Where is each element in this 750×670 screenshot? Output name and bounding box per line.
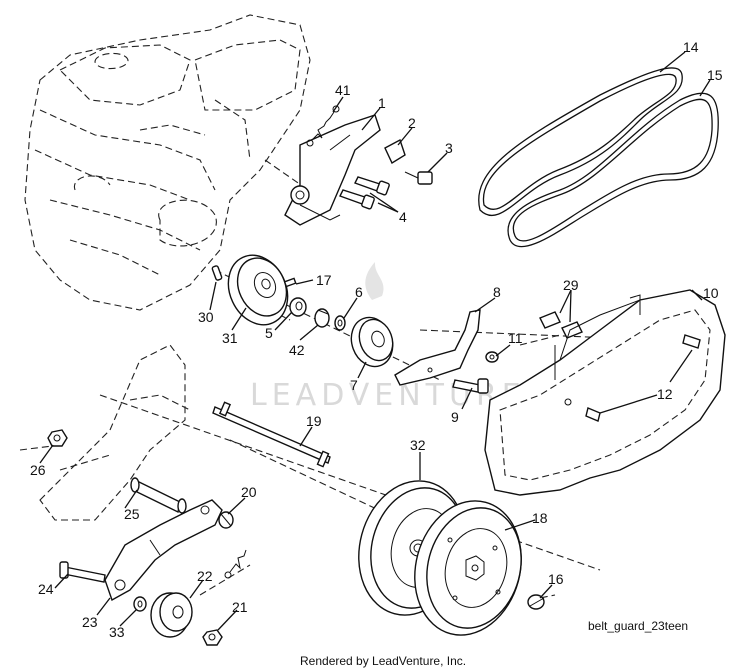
part-washer-11 — [485, 351, 499, 363]
callout-3: 3 — [445, 140, 453, 156]
part-clip-20 — [218, 511, 234, 529]
callout-11: 11 — [508, 330, 523, 346]
part-bolts-12 — [585, 334, 701, 422]
part-key-17 — [283, 277, 297, 288]
callout-5: 5 — [265, 325, 273, 341]
part-bolt-9 — [452, 378, 489, 394]
callout-32: 32 — [410, 437, 426, 453]
callout-23: 23 — [82, 614, 98, 630]
callout-22: 22 — [197, 568, 213, 584]
callout-25: 25 — [124, 506, 140, 522]
part-bolt-3 — [404, 171, 433, 185]
part-pin-25 — [130, 477, 187, 514]
part-nut-26 — [47, 429, 68, 447]
part-arm-23 — [104, 499, 223, 602]
callout-41: 41 — [335, 82, 351, 98]
callout-24: 24 — [38, 581, 54, 597]
callout-14: 14 — [683, 39, 699, 55]
callout-31: 31 — [222, 330, 238, 346]
callout-1: 1 — [378, 95, 386, 111]
callout-8: 8 — [493, 284, 501, 300]
part-bracket-8 — [394, 309, 481, 386]
callout-17: 17 — [316, 272, 332, 288]
callout-7: 7 — [350, 377, 358, 393]
callout-12: 12 — [657, 386, 673, 402]
part-idler-pulley-7 — [350, 316, 394, 368]
part-bolt-24 — [59, 561, 106, 583]
image-label: belt_guard_23teen — [588, 619, 688, 633]
part-clip-16 — [527, 594, 545, 610]
part-bolts-4 — [339, 176, 390, 210]
part-spacer-42 — [314, 308, 330, 328]
callout-10: 10 — [703, 285, 719, 301]
part-belt-guard — [484, 289, 726, 496]
part-belt-15 — [507, 92, 719, 248]
callout-15: 15 — [707, 67, 723, 83]
callout-30: 30 — [198, 309, 214, 325]
callout-29: 29 — [563, 277, 579, 293]
callout-2: 2 — [408, 115, 416, 131]
part-pin-30 — [211, 265, 223, 281]
part-nut-5 — [289, 297, 307, 317]
part-washer-6 — [334, 315, 346, 331]
part-pulley-22 — [150, 592, 193, 638]
callout-leaders — [39, 51, 711, 631]
callout-21: 21 — [232, 599, 248, 615]
callout-26: 26 — [30, 462, 46, 478]
callout-19: 19 — [306, 413, 322, 429]
callout-42: 42 — [289, 342, 305, 358]
part-drive-pulley-18 — [414, 500, 522, 636]
part-spring-top — [306, 105, 340, 147]
callout-33: 33 — [109, 624, 125, 640]
part-clips-29 — [539, 311, 583, 339]
callout-18: 18 — [532, 510, 548, 526]
callout-4: 4 — [399, 209, 407, 225]
part-spring-lower — [224, 549, 247, 579]
part-idler-bracket — [284, 114, 381, 226]
watermark-flame-icon — [365, 262, 384, 300]
callout-numbers: 1 2 3 4 5 6 7 8 9 10 11 12 14 15 16 17 1… — [30, 39, 723, 640]
part-shaft-19 — [212, 401, 331, 468]
callout-6: 6 — [355, 284, 363, 300]
render-credit: Rendered by LeadVenture, Inc. — [300, 654, 466, 668]
part-belt-14 — [478, 67, 683, 217]
part-clip — [384, 138, 406, 165]
part-engine-pulley — [227, 254, 289, 326]
callout-9: 9 — [451, 409, 459, 425]
engine-outline — [24, 14, 311, 311]
callout-16: 16 — [548, 571, 564, 587]
callout-20: 20 — [241, 484, 257, 500]
part-nut-21 — [202, 629, 223, 646]
part-washer-33 — [133, 596, 147, 612]
